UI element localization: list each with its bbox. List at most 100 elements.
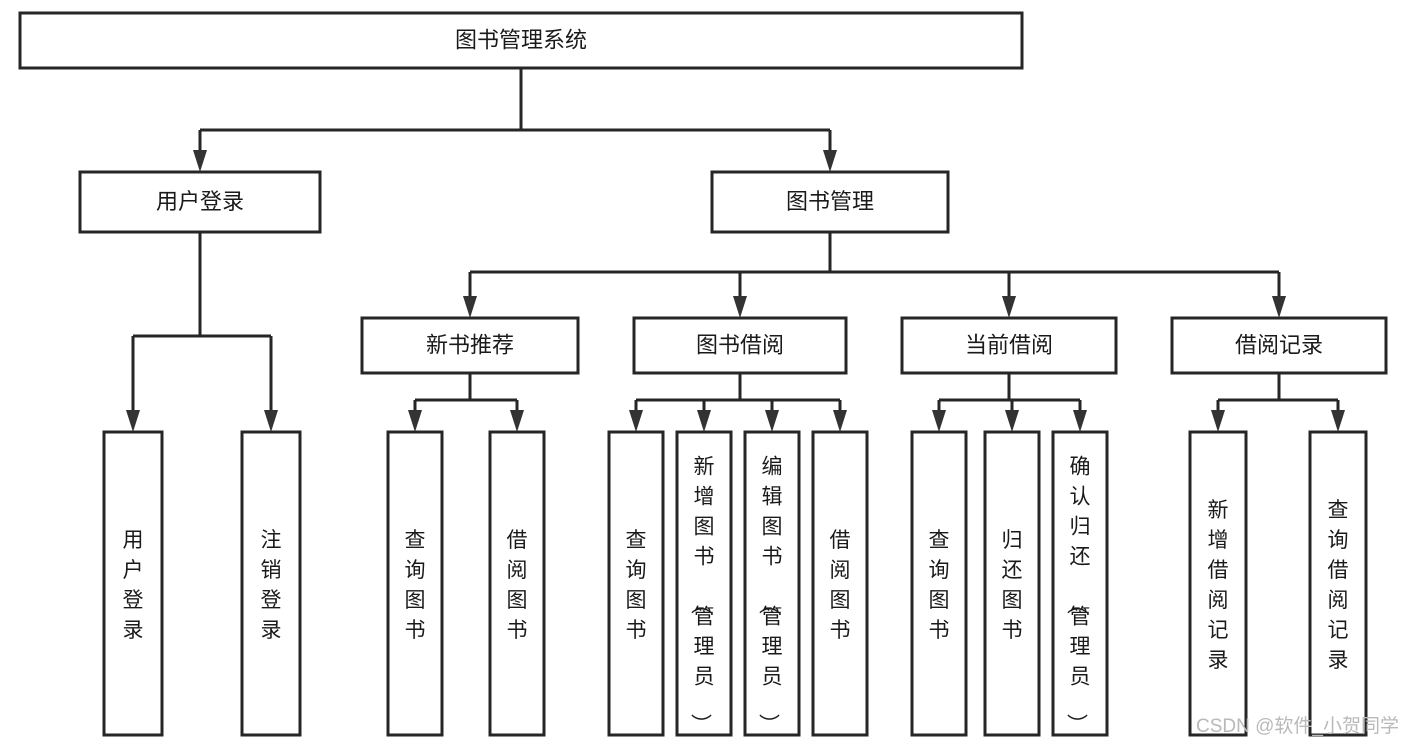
node-box-leaf-add-borrow-record[interactable] — [1188, 430, 1248, 737]
node-box-book-manage[interactable] — [710, 170, 950, 234]
node-label-char: 归 — [1070, 515, 1091, 538]
node-box-root[interactable] — [18, 11, 1024, 70]
node-leaf-confirm-return-admin[interactable]: 确认归还（管理员） — [1051, 430, 1109, 737]
node-label-char: 书 — [626, 619, 647, 642]
node-label-char: 还 — [1002, 559, 1023, 582]
node-box-book-borrow[interactable] — [632, 316, 848, 375]
node-label-char: 图 — [694, 515, 715, 538]
node-label-char: 书 — [1002, 619, 1023, 642]
node-new-book-recommend[interactable]: 新书推荐 — [360, 316, 580, 375]
node-box-leaf-confirm-return-admin[interactable] — [1051, 430, 1109, 737]
node-leaf-user-login[interactable]: 用户登录 — [102, 430, 164, 737]
node-label-char: 借 — [507, 529, 528, 552]
node-label-char: 阅 — [1208, 589, 1229, 612]
node-label-char: 确 — [1070, 455, 1091, 478]
node-leaf-add-book-admin[interactable]: 新增图书（管理员） — [675, 430, 733, 737]
node-label-char: 登 — [261, 589, 282, 612]
node-label-char: 辑 — [762, 485, 783, 508]
node-leaf-borrow-book-recommend[interactable]: 借阅图书 — [488, 430, 546, 737]
node-label-char: 查 — [1328, 499, 1349, 522]
node-label-leaf-borrow-book-recommend: 借阅图书 — [507, 529, 528, 642]
node-box-user-login[interactable] — [78, 170, 322, 234]
node-box-leaf-borrow-book-borrow[interactable] — [811, 430, 869, 737]
node-leaf-return-book[interactable]: 归还图书 — [983, 430, 1041, 737]
node-label-leaf-add-borrow-record: 新增借阅记录 — [1208, 499, 1229, 672]
node-box-leaf-user-logout[interactable] — [240, 430, 302, 737]
node-label-new-book-recommend: 新书推荐 — [426, 332, 514, 357]
node-label-char: 理 — [1070, 635, 1091, 658]
node-label-char: 图 — [507, 589, 528, 612]
node-box-leaf-query-borrow-record[interactable] — [1308, 430, 1368, 737]
node-label-char: 录 — [123, 619, 144, 642]
node-label-char: ） — [1065, 713, 1088, 734]
connector-conn-current-to-leaves — [932, 373, 1087, 432]
node-box-leaf-query-book-borrow[interactable] — [607, 430, 665, 737]
node-label-char: （ — [757, 593, 780, 614]
node-box-leaf-query-book-recommend[interactable] — [386, 430, 444, 737]
node-label-char: 增 — [1208, 529, 1229, 552]
node-box-leaf-user-login[interactable] — [102, 430, 164, 737]
node-box-leaf-borrow-book-recommend[interactable] — [488, 430, 546, 737]
node-label-char: 录 — [261, 619, 282, 642]
node-label-char: 询 — [929, 559, 950, 582]
node-label-char: 编 — [762, 455, 783, 478]
node-box-leaf-add-book-admin[interactable] — [675, 430, 733, 737]
node-label-leaf-confirm-return-admin: 确认归还（管理员） — [1065, 455, 1091, 734]
node-label-leaf-add-book-admin: 新增图书（管理员） — [689, 455, 715, 734]
node-label-char: 图 — [1002, 589, 1023, 612]
node-label-book-borrow: 图书借阅 — [696, 332, 784, 357]
node-user-login[interactable]: 用户登录 — [78, 170, 322, 234]
node-label-char: 增 — [694, 485, 715, 508]
node-label-char: 图 — [626, 589, 647, 612]
node-label-char: 书 — [507, 619, 528, 642]
node-label-char: 用 — [123, 529, 144, 552]
node-label-char: 书 — [762, 545, 783, 568]
node-leaf-query-book-current[interactable]: 查询图书 — [910, 430, 968, 737]
node-label-char: 图 — [405, 589, 426, 612]
node-label-char: 销 — [261, 559, 282, 582]
node-root[interactable]: 图书管理系统 — [18, 11, 1024, 70]
node-label-char: 图 — [830, 589, 851, 612]
node-leaf-query-book-recommend[interactable]: 查询图书 — [386, 430, 444, 737]
connector-conn-records-to-leaves — [1211, 373, 1345, 432]
node-label-char: 录 — [1208, 649, 1229, 672]
node-label-root: 图书管理系统 — [455, 27, 587, 52]
node-leaf-borrow-book-borrow[interactable]: 借阅图书 — [811, 430, 869, 737]
node-label-book-manage: 图书管理 — [786, 189, 874, 214]
node-label-char: 管 — [694, 605, 715, 628]
node-box-current-borrow[interactable] — [900, 316, 1118, 375]
node-label-char: ） — [689, 713, 712, 734]
node-label-current-borrow: 当前借阅 — [965, 332, 1053, 357]
node-leaf-edit-book-admin[interactable]: 编辑图书（管理员） — [743, 430, 801, 737]
node-leaf-user-logout[interactable]: 注销登录 — [240, 430, 302, 737]
node-label-char: 书 — [694, 545, 715, 568]
node-leaf-add-borrow-record[interactable]: 新增借阅记录 — [1188, 430, 1248, 737]
node-label-char: 注 — [261, 529, 282, 552]
node-borrow-records[interactable]: 借阅记录 — [1170, 316, 1388, 375]
node-label-char: 还 — [1070, 545, 1091, 568]
node-label-char: 询 — [626, 559, 647, 582]
node-book-manage[interactable]: 图书管理 — [710, 170, 950, 234]
node-label-char: 新 — [694, 455, 715, 478]
node-box-leaf-edit-book-admin[interactable] — [743, 430, 801, 737]
node-box-borrow-records[interactable] — [1170, 316, 1388, 375]
node-leaf-query-borrow-record[interactable]: 查询借阅记录 — [1308, 430, 1368, 737]
node-label-borrow-records: 借阅记录 — [1235, 332, 1323, 357]
connection-layer — [126, 68, 1345, 432]
node-label-char: 户 — [123, 559, 144, 582]
watermark-layer: CSDN @软件_小贺同学 — [1196, 715, 1399, 737]
node-label-char: 管 — [762, 605, 783, 628]
node-book-borrow[interactable]: 图书借阅 — [632, 316, 848, 375]
node-label-leaf-query-book-current: 查询图书 — [929, 529, 950, 642]
node-box-new-book-recommend[interactable] — [360, 316, 580, 375]
node-label-char: 询 — [405, 559, 426, 582]
node-current-borrow[interactable]: 当前借阅 — [900, 316, 1118, 375]
node-label-leaf-query-book-borrow: 查询图书 — [626, 529, 647, 642]
node-label-char: 借 — [830, 529, 851, 552]
node-box-leaf-query-book-current[interactable] — [910, 430, 968, 737]
node-box-leaf-return-book[interactable] — [983, 430, 1041, 737]
node-label-char: 员 — [1070, 665, 1091, 688]
node-leaf-query-book-borrow[interactable]: 查询图书 — [607, 430, 665, 737]
